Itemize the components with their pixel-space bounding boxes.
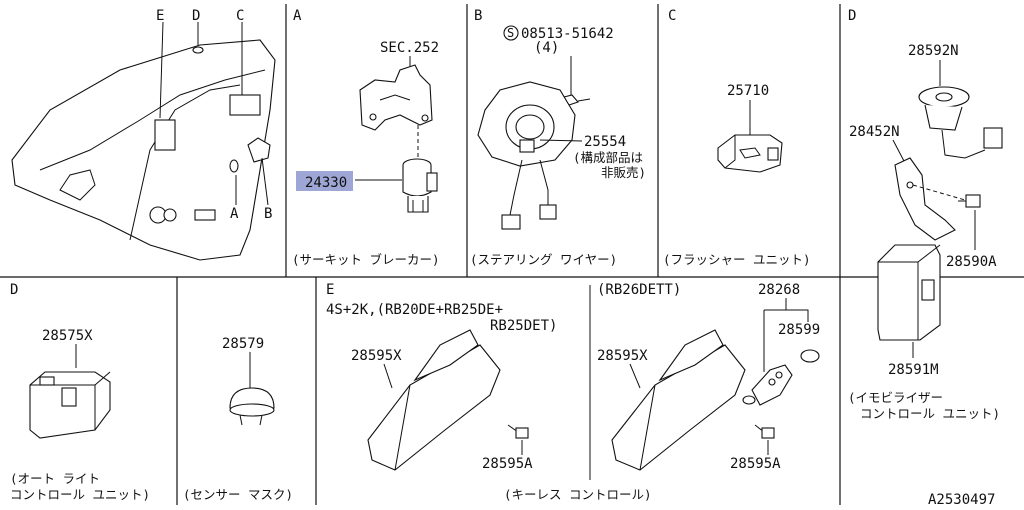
keyless-unit-2-drawing xyxy=(611,329,746,471)
part-28592n-label: 28592N xyxy=(908,43,959,59)
flasher-unit-drawing xyxy=(717,134,783,173)
section-a: A SEC.252 24330 (サーキット ブレーカー) xyxy=(292,8,440,267)
bolt-s-symbol: S xyxy=(507,26,514,40)
bolt-28595a-2-drawing xyxy=(754,424,775,439)
part-28579-label: 28579 xyxy=(222,336,264,352)
sec-252-ref: SEC.252 xyxy=(380,40,439,56)
bolt-28590a-drawing xyxy=(958,194,981,208)
section-e-letter: E xyxy=(326,282,334,298)
key-28268-label: 28268 xyxy=(758,282,800,298)
section-d2-caption-2: コントロール ユニット) xyxy=(10,487,150,502)
part-25710-label: 25710 xyxy=(727,83,769,99)
section-a-letter: A xyxy=(293,8,302,24)
section-d-caption-2: コントロール ユニット) xyxy=(860,406,1000,421)
bolt-08513-label: 08513-51642 xyxy=(521,26,614,42)
part-28591m-label: 28591M xyxy=(888,362,939,378)
section-d2-letter: D xyxy=(10,282,18,298)
section-c-caption: (フラッシャー ユニット) xyxy=(663,252,811,267)
part-25554-note-2: 非販売) xyxy=(601,165,646,180)
section-sensor-caption: (センサー マスク) xyxy=(183,487,293,502)
dashboard-drawing xyxy=(11,21,276,261)
unit-28595x-label-1: 28595X xyxy=(351,348,402,364)
circuit-breaker-drawing xyxy=(402,158,438,213)
section-b-caption: (ステアリング ワイヤー) xyxy=(470,252,617,267)
variant-1-line-2: RB25DET) xyxy=(490,318,557,334)
section-e: E 4S+2K,(RB20DE+RB25DE+ RB25DET) 28595X … xyxy=(326,282,820,502)
bolt-qty-label: (4) xyxy=(534,40,559,56)
section-d-caption-1: (イモビライザー xyxy=(848,390,943,405)
key-fob-drawing xyxy=(742,364,793,406)
part-24330-label: 24330 xyxy=(305,175,347,191)
document-code: A2530497 xyxy=(928,492,995,508)
bracket-drawing xyxy=(359,64,433,131)
bolt-28595a-label-2: 28595A xyxy=(730,456,781,472)
panel-grid xyxy=(0,4,1024,505)
unit-28595x-label-2: 28595X xyxy=(597,348,648,364)
immobilizer-unit-drawing xyxy=(877,244,941,341)
section-b: B S 08513-51642 (4) 25554 (構成部品は 非販売) (ス… xyxy=(470,8,646,267)
section-d2: D 28575X (オート ライト コントロール ユニット) xyxy=(10,282,150,502)
overview-label-d: D xyxy=(192,8,200,24)
variant-1-line-1: 4S+2K,(RB20DE+RB25DE+ xyxy=(326,302,503,318)
overview-label-a: A xyxy=(230,206,239,222)
antenna-drawing xyxy=(918,86,1003,159)
overview-label-c: C xyxy=(236,8,244,24)
battery-drawing xyxy=(800,349,820,363)
section-d2-caption-1: (オート ライト xyxy=(10,471,100,486)
part-28452n-label: 28452N xyxy=(849,124,900,140)
auto-light-unit-drawing xyxy=(29,371,111,439)
section-sensor: 28579 (センサー マスク) xyxy=(183,336,293,502)
section-b-letter: B xyxy=(474,8,482,24)
keyless-unit-1-drawing xyxy=(367,329,501,471)
part-28575x-label: 28575X xyxy=(42,328,93,344)
part-24330-highlight xyxy=(296,171,353,191)
part-28590a-label: 28590A xyxy=(946,254,997,270)
section-c-letter: C xyxy=(668,8,676,24)
variant-2-label: (RB26DETT) xyxy=(597,282,681,298)
section-c: C 25710 (フラッシャー ユニット) xyxy=(663,8,811,267)
bracket-d-drawing xyxy=(894,157,956,241)
section-e-caption: (キーレス コントロール) xyxy=(504,487,652,502)
battery-28599-label: 28599 xyxy=(778,322,820,338)
bolt-28595a-label-1: 28595A xyxy=(482,456,533,472)
bolt-28595a-1-drawing xyxy=(507,424,529,439)
overview-panel: E D C A B xyxy=(11,8,276,261)
sensor-mask-drawing xyxy=(229,387,275,426)
overview-label-e: E xyxy=(156,8,164,24)
section-a-caption: (サーキット ブレーカー) xyxy=(292,252,440,267)
section-d: D 28592N 28452N 28590A 28591 xyxy=(848,8,1003,421)
spiral-cable-drawing xyxy=(477,81,576,230)
section-d-letter: D xyxy=(848,8,856,24)
part-25554-label: 25554 xyxy=(584,134,626,150)
overview-label-b: B xyxy=(264,206,272,222)
part-25554-note-1: (構成部品は xyxy=(573,150,643,165)
